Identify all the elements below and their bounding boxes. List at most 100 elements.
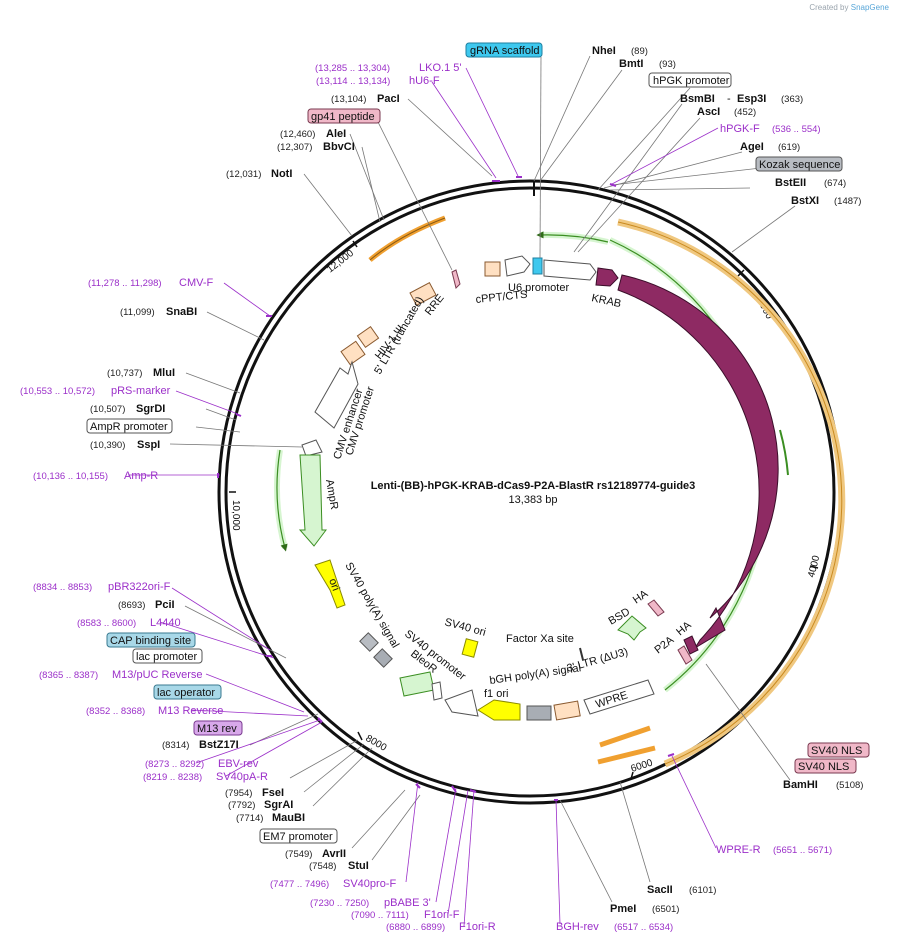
svg-text:(6101): (6101) <box>689 885 716 896</box>
svg-text:(89): (89) <box>631 46 648 57</box>
tag-gp41: gp41 peptide <box>311 111 375 123</box>
svg-text:(10,737): (10,737) <box>107 368 142 379</box>
tick-8000: 8000 <box>364 733 389 754</box>
enzyme-sgrdi: SgrDI <box>136 403 165 415</box>
u6-promoter-feature <box>543 259 597 281</box>
svg-text:(8365 .. 8387): (8365 .. 8387) <box>39 670 98 681</box>
svg-text:(8219 .. 8238): (8219 .. 8238) <box>143 772 202 783</box>
svg-text:(13,114 .. 13,134): (13,114 .. 13,134) <box>316 76 390 87</box>
svg-text:(363): (363) <box>781 94 803 105</box>
enzyme-noti: NotI <box>271 168 292 180</box>
p2a-feature <box>677 645 693 665</box>
svg-text:(5651 .. 5671): (5651 .. 5671) <box>773 845 832 856</box>
svg-text:(6501): (6501) <box>652 904 679 915</box>
em7-mark <box>431 681 443 701</box>
tag-hpgk-promoter: hPGK promoter <box>653 75 730 87</box>
enzyme-bamhi: BamHI <box>783 779 818 791</box>
hiv-psi-feature <box>356 325 380 349</box>
svg-text:(1487): (1487) <box>834 196 861 207</box>
enzyme-mlui: MluI <box>153 367 175 379</box>
primer-m13puc: M13/pUC Reverse <box>112 669 202 681</box>
enzyme-agei: AgeI <box>740 141 764 153</box>
enzyme-paci: PacI <box>377 93 400 105</box>
tag-sv40-nls-1: SV40 NLS <box>811 745 862 757</box>
svg-text:(452): (452) <box>734 107 756 118</box>
svg-text:(11,278 .. 11,298): (11,278 .. 11,298) <box>88 278 162 289</box>
primer-pbabe3: pBABE 3' <box>384 897 431 909</box>
enzyme-sacii: SacII <box>647 884 673 896</box>
primer-hu6f: hU6-F <box>409 75 440 87</box>
tick-4000: 4000 <box>806 554 822 579</box>
enzyme-sspi: SspI <box>137 439 160 451</box>
tag-grna-scaffold: gRNA scaffold <box>470 45 540 57</box>
svg-text:(7714): (7714) <box>236 813 263 824</box>
primer-prs-marker: pRS-marker <box>111 385 171 397</box>
svg-text:(8693): (8693) <box>118 600 145 611</box>
krab-label: KRAB <box>590 292 622 310</box>
enzyme-labels: NheI (89) BmtI (93) BsmBI - Esp3I (363) … <box>90 45 863 915</box>
snapgene-brand: Created by SnapGene <box>809 3 889 12</box>
enzyme-sgrai: SgrAI <box>264 799 293 811</box>
f1-ori-label: f1 ori <box>484 688 508 700</box>
cmv-small-arrow <box>301 439 323 457</box>
svg-text:(10,553 .. 10,572): (10,553 .. 10,572) <box>20 386 95 397</box>
ltr3-feature <box>553 700 581 721</box>
svg-text:(674): (674) <box>824 178 846 189</box>
primer-cmvf: CMV-F <box>179 277 214 289</box>
enzyme-fsei: FseI <box>262 787 284 799</box>
backbone-inner-circle <box>224 186 836 798</box>
primer-f1ori-f: F1ori-F <box>424 909 460 921</box>
svg-text:(8583 .. 8600): (8583 .. 8600) <box>77 618 136 629</box>
enzyme-bstxi: BstXI <box>791 195 819 207</box>
ha-feature-1 <box>647 599 665 617</box>
tag-cap-binding: CAP binding site <box>110 635 191 647</box>
enzyme-bsteii: BstEII <box>775 177 806 189</box>
svg-text:(8352 .. 8368): (8352 .. 8368) <box>86 706 145 717</box>
enzyme-esp3i: Esp3I <box>737 93 766 105</box>
enzyme-bstz17i: BstZ17I <box>199 739 239 751</box>
factorxa-mark <box>579 647 584 661</box>
svg-text:(11,099): (11,099) <box>120 307 155 318</box>
bleor-feature <box>399 671 435 697</box>
arc-orange-6000a <box>599 725 651 748</box>
ha-label-2: HA <box>674 619 694 638</box>
wpre-feature <box>583 679 655 715</box>
primer-m13rev: M13 Reverse <box>158 705 223 717</box>
primer-ampr: Amp-R <box>124 470 158 482</box>
primer-wpre-r: WPRE-R <box>716 844 761 856</box>
cppt-label: cPPT/CTS <box>475 289 528 306</box>
enzyme-maubi: MauBI <box>272 812 305 824</box>
svg-text:(12,460): (12,460) <box>280 129 315 140</box>
svg-text:(6880 .. 6899): (6880 .. 6899) <box>386 922 445 933</box>
svg-text:(8314): (8314) <box>162 740 189 751</box>
svg-text:(12,031): (12,031) <box>226 169 261 180</box>
enzyme-bbvci: BbvCI <box>323 141 355 153</box>
primer-labels: (13,285 .. 13,304) LKO.1 5' (13,114 .. 1… <box>20 62 832 933</box>
svg-text:(93): (93) <box>659 59 676 70</box>
tag-lac-operator: lac operator <box>157 687 215 699</box>
tag-sv40-nls-2: SV40 NLS <box>798 761 849 773</box>
rre-feature <box>409 281 437 307</box>
svg-text:(10,390): (10,390) <box>90 440 125 451</box>
tag-ampr-promoter: AmpR promoter <box>90 421 168 433</box>
svg-text:(7954): (7954) <box>225 788 252 799</box>
svg-text:(10,507): (10,507) <box>90 404 125 415</box>
svg-text:(10,136 .. 10,155): (10,136 .. 10,155) <box>33 471 108 482</box>
svg-text:(7548): (7548) <box>309 861 336 872</box>
svg-text:(619): (619) <box>778 142 800 153</box>
primer-f1ori-r: F1ori-R <box>459 921 496 933</box>
enzyme-avrii: AvrII <box>322 848 346 860</box>
enzyme-snabi: SnaBI <box>166 306 197 318</box>
tick-10000: 10,000 <box>230 500 241 531</box>
svg-text:-: - <box>727 93 731 105</box>
enzyme-pmei: PmeI <box>610 903 636 915</box>
ori-label: ori <box>326 577 341 593</box>
enzyme-nhei: NheI <box>592 45 616 57</box>
bsd-feature <box>617 615 647 641</box>
f1-ori-feature <box>477 699 521 721</box>
gp41-mark <box>451 269 461 289</box>
factorxa-label: Factor Xa site <box>506 633 574 645</box>
svg-text:(7477 .. 7496): (7477 .. 7496) <box>270 879 329 890</box>
svg-text:(7090 .. 7111): (7090 .. 7111) <box>351 910 409 921</box>
